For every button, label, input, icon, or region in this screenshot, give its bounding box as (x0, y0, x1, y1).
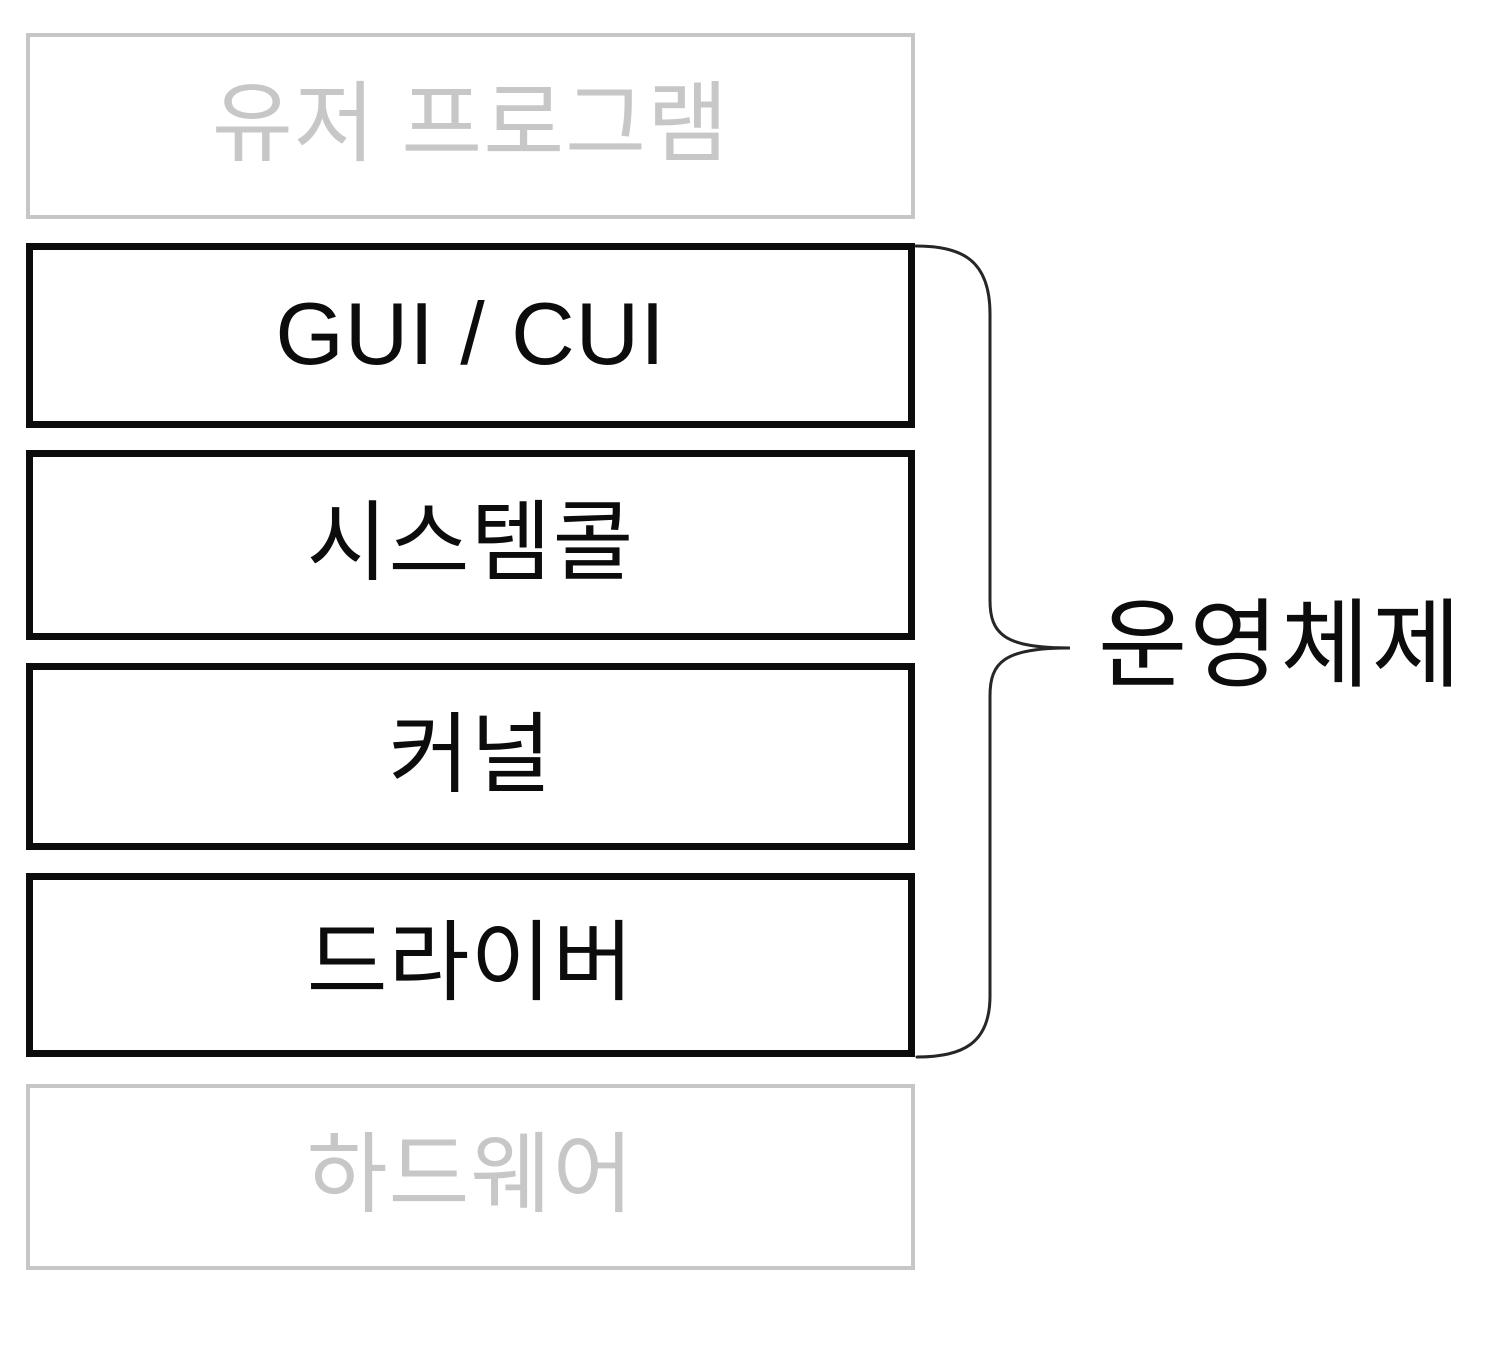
os-brace-label: 운영체제 (1098, 591, 1463, 700)
layer-label-driver: 드라이버 (306, 913, 635, 1012)
layer-label-system-call: 시스템콜 (306, 493, 635, 592)
layer-box-kernel: 커널 (26, 663, 915, 850)
layer-box-system-call: 시스템콜 (26, 450, 915, 640)
layer-label-kernel: 커널 (388, 704, 553, 804)
layer-box-user-program: 유저 프로그램 (26, 33, 915, 219)
layer-label-user-program: 유저 프로그램 (211, 74, 730, 173)
layer-label-hardware: 하드웨어 (306, 1125, 635, 1224)
layer-box-hardware: 하드웨어 (26, 1084, 915, 1270)
layer-label-gui-cui: GUI / CUI (275, 283, 666, 383)
layer-box-driver: 드라이버 (26, 873, 915, 1057)
brace-path (914, 244, 1071, 1059)
layer-box-gui-cui: GUI / CUI (26, 243, 915, 428)
